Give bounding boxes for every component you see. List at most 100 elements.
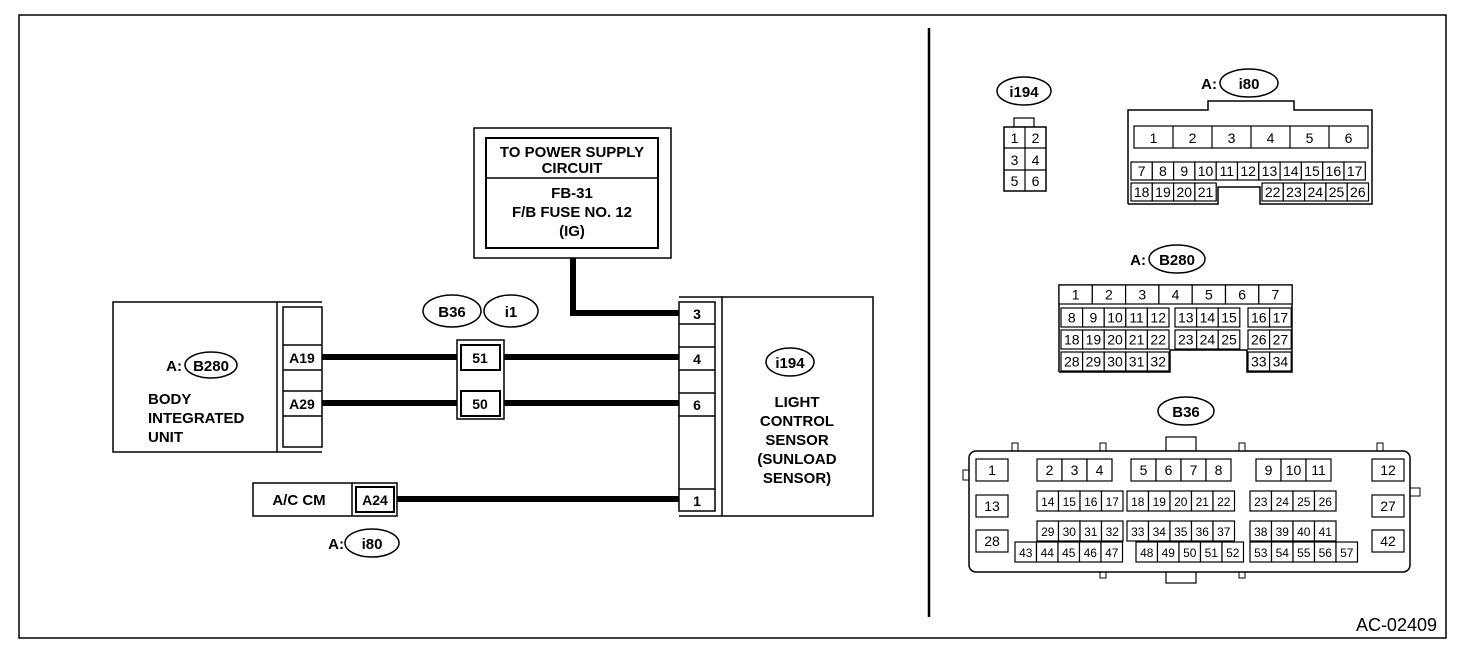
pin-cell bbox=[1212, 520, 1236, 542]
pin-number: 6 bbox=[1032, 173, 1040, 189]
pin-cell bbox=[1258, 284, 1293, 305]
sensor-name-4: (SUNLOAD bbox=[757, 451, 836, 468]
pin-number: 38 bbox=[1254, 525, 1268, 539]
pin-number: 12 bbox=[1150, 310, 1166, 326]
pin-number: 5 bbox=[1011, 173, 1019, 189]
pin-number: 29 bbox=[1041, 525, 1055, 539]
pin-number: 32 bbox=[1106, 525, 1120, 539]
pin-number: 44 bbox=[1041, 546, 1055, 560]
sensor-pin-3: 3 bbox=[693, 306, 701, 322]
ac-prefix: A: bbox=[328, 536, 344, 553]
pin-cell bbox=[1217, 307, 1241, 328]
body-connector-ref: B280 bbox=[193, 358, 229, 375]
pin-number: 26 bbox=[1251, 332, 1267, 348]
pin-number: 26 bbox=[1319, 495, 1333, 509]
wire-power bbox=[570, 248, 679, 316]
pin-number: 39 bbox=[1276, 525, 1290, 539]
pin-cell bbox=[1146, 307, 1170, 328]
pin-cell bbox=[1212, 490, 1236, 512]
pin-number: 4 bbox=[1172, 287, 1180, 303]
pin-number: 24 bbox=[1276, 495, 1290, 509]
pin-number: 10 bbox=[1107, 310, 1123, 326]
pin-number: 10 bbox=[1286, 462, 1302, 478]
pin-number: 6 bbox=[1165, 462, 1173, 478]
sensor-name-5: SENSOR) bbox=[763, 470, 831, 487]
pin-number: 30 bbox=[1063, 525, 1077, 539]
i80-prefix: A: bbox=[1201, 76, 1217, 93]
joint-pin-51: 51 bbox=[472, 350, 488, 366]
pin-number: 12 bbox=[1380, 462, 1396, 478]
pin-number: 9 bbox=[1090, 310, 1098, 326]
ac-pin-a24: A24 bbox=[362, 492, 388, 508]
pin-number: 20 bbox=[1107, 332, 1123, 348]
pin-number: 19 bbox=[1086, 332, 1102, 348]
body-name-2: INTEGRATED bbox=[148, 410, 245, 427]
pin-number: 7 bbox=[1138, 163, 1146, 179]
pin-number: 27 bbox=[1273, 332, 1289, 348]
pin-number: 31 bbox=[1129, 354, 1145, 370]
pin-number: 41 bbox=[1319, 525, 1333, 539]
pin-number: 33 bbox=[1131, 525, 1145, 539]
pin-cell bbox=[1371, 529, 1405, 553]
sensor-name-3: SENSOR bbox=[765, 432, 829, 449]
pin-number: 6 bbox=[1345, 130, 1353, 146]
pin-number: 3 bbox=[1011, 152, 1019, 168]
pin-number: 16 bbox=[1084, 495, 1098, 509]
pin-number: 54 bbox=[1276, 546, 1290, 560]
pin-number: 35 bbox=[1174, 525, 1188, 539]
pin-number: 53 bbox=[1254, 546, 1268, 560]
pin-number: 27 bbox=[1380, 498, 1396, 514]
power-supply-box: TO POWER SUPPLY CIRCUIT FB-31 F/B FUSE N… bbox=[473, 127, 672, 259]
pin-number: 17 bbox=[1106, 495, 1120, 509]
pin-cell bbox=[1313, 520, 1337, 542]
pin-number: 43 bbox=[1019, 546, 1033, 560]
joint-pin-50: 50 bbox=[472, 396, 488, 412]
pin-cell bbox=[975, 494, 1009, 518]
pin-cell bbox=[1146, 329, 1170, 350]
outer-frame bbox=[18, 14, 1447, 639]
sensor-name-2: CONTROL bbox=[760, 413, 834, 430]
pin-number: 21 bbox=[1196, 495, 1210, 509]
pin-number: 25 bbox=[1297, 495, 1311, 509]
pin-number: 34 bbox=[1153, 525, 1167, 539]
fuse-name: F/B FUSE NO. 12 bbox=[512, 204, 632, 221]
pin-cell bbox=[1343, 161, 1366, 181]
pin-number: 15 bbox=[1063, 495, 1077, 509]
sensor-name-1: LIGHT bbox=[775, 394, 820, 411]
wires bbox=[322, 248, 679, 502]
pin-number: 2 bbox=[1046, 462, 1054, 478]
pin-number: 20 bbox=[1176, 184, 1192, 200]
pin-number: 12 bbox=[1240, 163, 1256, 179]
pin-number: 15 bbox=[1221, 310, 1237, 326]
pin-cell bbox=[1346, 182, 1370, 202]
body-name-3: UNIT bbox=[148, 429, 183, 446]
b36-label: B36 bbox=[1172, 404, 1200, 421]
b280-label: B280 bbox=[1159, 252, 1195, 269]
pin-number: 14 bbox=[1200, 310, 1216, 326]
pin-number: 45 bbox=[1062, 546, 1076, 560]
power-title-1: TO POWER SUPPLY bbox=[500, 144, 644, 161]
pin-number: 33 bbox=[1251, 354, 1267, 370]
pin-number: 9 bbox=[1180, 163, 1188, 179]
pin-number: 22 bbox=[1217, 495, 1231, 509]
pin-number: 1 bbox=[1011, 130, 1019, 146]
pin-number: 37 bbox=[1217, 525, 1231, 539]
pin-a29: A29 bbox=[289, 396, 315, 412]
pin-number: 8 bbox=[1159, 163, 1167, 179]
pin-number: 16 bbox=[1251, 310, 1267, 326]
pin-number: 8 bbox=[1068, 310, 1076, 326]
light-control-sensor: 3 4 6 1 i194 LIGHT CONTROL SENSOR (SUNLO… bbox=[678, 296, 874, 517]
pin-number: 52 bbox=[1226, 546, 1240, 560]
pin-number: 47 bbox=[1105, 546, 1119, 560]
pin-cell bbox=[1313, 490, 1337, 512]
pin-number: 11 bbox=[1129, 310, 1144, 326]
sensor-pin-4: 4 bbox=[693, 351, 701, 367]
pin-number: 29 bbox=[1086, 354, 1102, 370]
pin-number: 6 bbox=[1238, 287, 1246, 303]
pin-number: 56 bbox=[1319, 546, 1333, 560]
pin-number: 50 bbox=[1183, 546, 1197, 560]
